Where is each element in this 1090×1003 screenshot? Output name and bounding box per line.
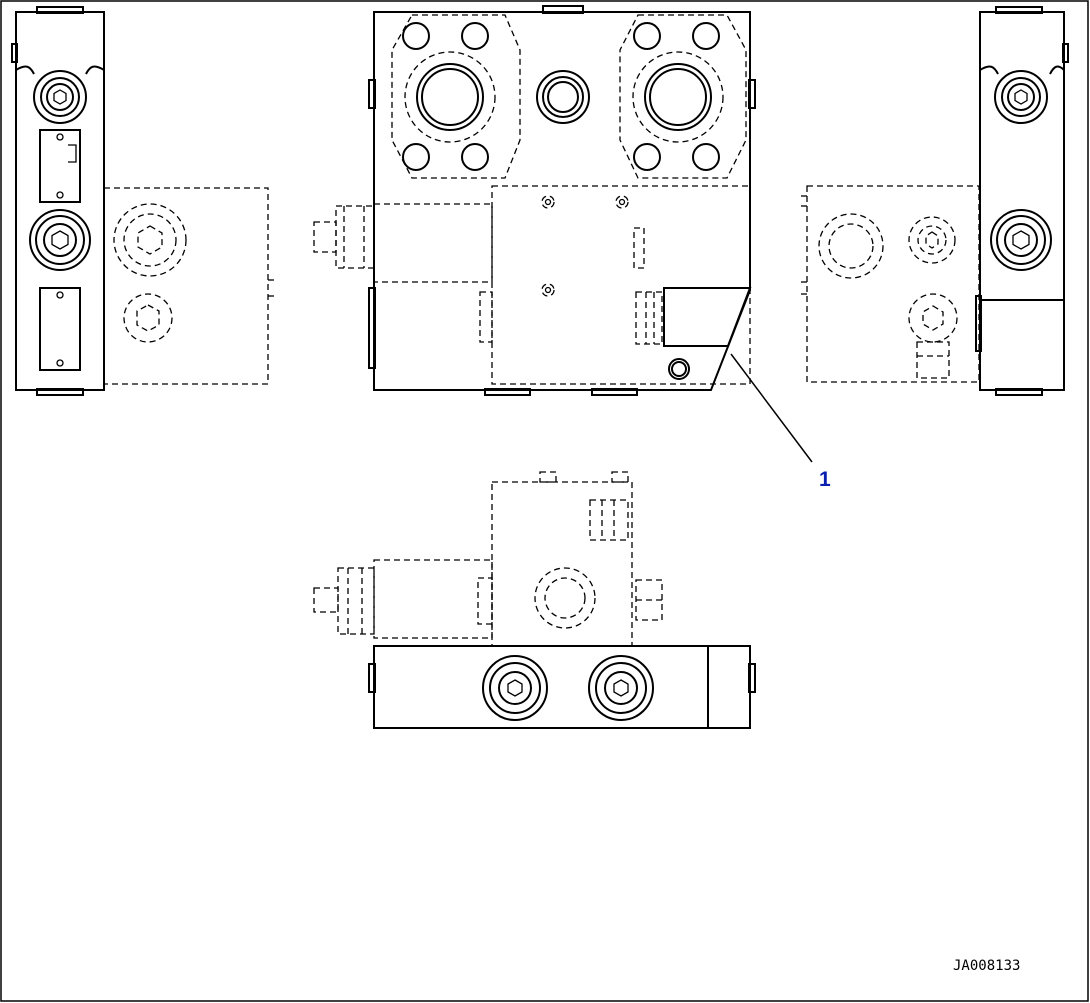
drawing-code: JA008133 — [953, 958, 1020, 974]
right-side-view — [800, 6, 1069, 396]
left-side-view — [11, 6, 276, 396]
right-view-body — [979, 11, 1065, 391]
left-view-dashed-block — [103, 187, 269, 385]
callout-1-leader — [730, 353, 813, 463]
callout-1-label: 1 — [819, 468, 831, 491]
front-main-view — [313, 5, 756, 396]
bottom-plan-view — [313, 471, 756, 729]
bottom-view-body — [373, 645, 751, 729]
